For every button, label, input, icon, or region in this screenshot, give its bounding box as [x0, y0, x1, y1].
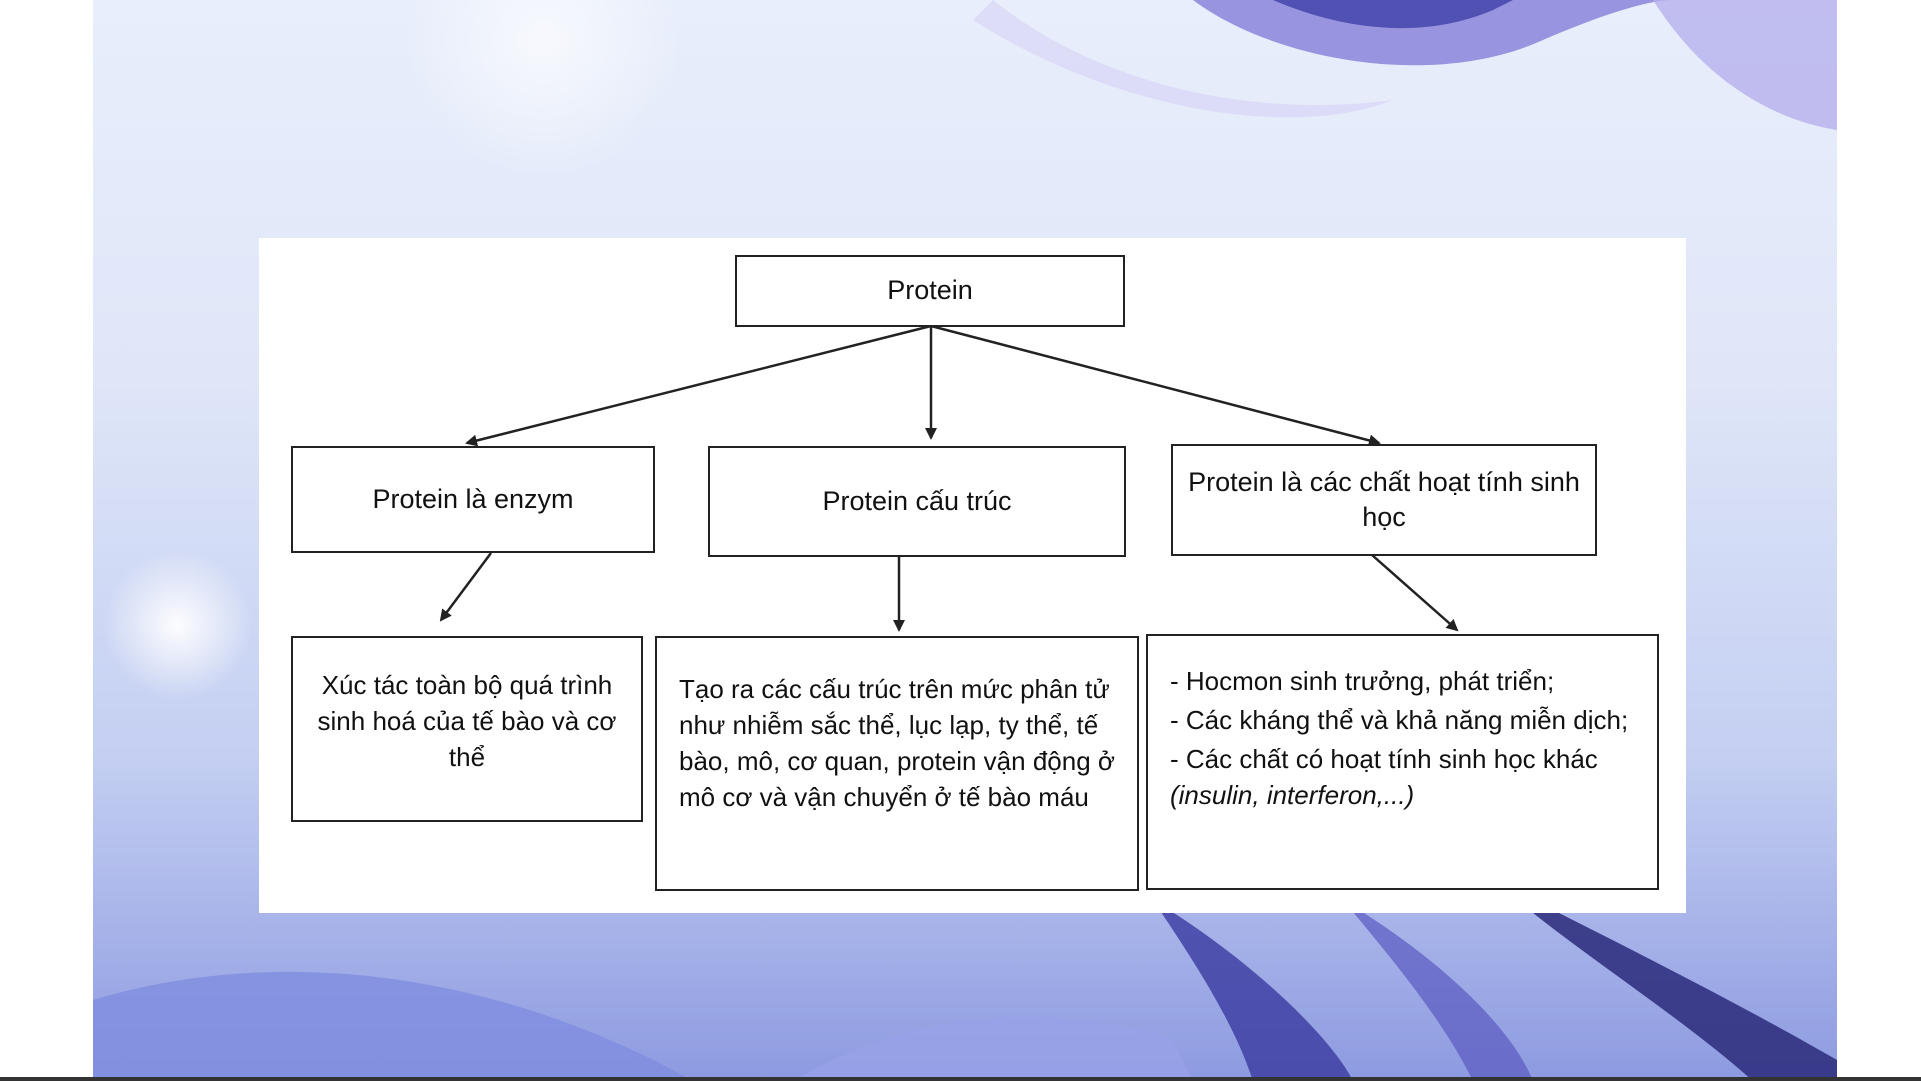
hoat-tinh-list-item-text: - Các chất có hoạt tính sinh học khác — [1170, 743, 1598, 774]
node-protein-hoat-tinh: Protein là các chất hoạt tính sinh học — [1171, 444, 1597, 556]
node-cau-truc-description: Tạo ra các cấu trúc trên mức phân tử như… — [655, 636, 1139, 891]
swirl-top-2 — [1273, 0, 1513, 29]
swirl-top-4 — [973, 0, 1393, 118]
protein-function-diagram: Protein Protein là enzym Protein cấu trú… — [259, 238, 1686, 913]
node-enzym-description: Xúc tác toàn bộ quá trình sinh hoá của t… — [291, 636, 643, 822]
diagram-connectors — [439, 324, 1459, 632]
node-protein-cau-truc: Protein cấu trúc — [708, 446, 1126, 557]
slide-background-swirls — [93, 0, 1837, 1081]
swirl-bottom-4 — [1343, 900, 1533, 1081]
node-cau-truc-description-text: Tạo ra các cấu trúc trên mức phân tử như… — [679, 674, 1115, 812]
swirl-top-1 — [1193, 0, 1673, 66]
right-margin — [1837, 0, 1921, 1081]
swirl-bottom-5 — [793, 1016, 1193, 1081]
node-protein-root-label: Protein — [887, 275, 973, 306]
node-protein-enzym: Protein là enzym — [291, 446, 655, 553]
arrow-root-to-enzym — [465, 324, 932, 447]
left-margin — [0, 0, 93, 1081]
glow-top — [403, 0, 683, 180]
node-protein-cau-truc-label: Protein cấu trúc — [822, 485, 1012, 516]
swirl-bottom-3 — [1493, 880, 1837, 1081]
hoat-tinh-list-item: - Hocmon sinh trưởng, phát triển; — [1170, 666, 1555, 696]
bottom-border — [0, 1077, 1921, 1081]
hoat-tinh-list-item: - Các chất có hoạt tính sinh học khác (i… — [1170, 742, 1643, 814]
node-protein-root: Protein — [735, 255, 1125, 327]
node-protein-enzym-label: Protein là enzym — [372, 483, 574, 514]
arrow-root-to-hoat-tinh — [930, 324, 1381, 447]
glow-left — [103, 550, 253, 700]
node-protein-hoat-tinh-label: Protein là các chất hoạt tính sinh học — [1188, 466, 1580, 532]
arrow-hoat-tinh-to-desc — [1371, 554, 1459, 632]
swirl-top-3 — [1653, 0, 1837, 130]
hoat-tinh-list-item-examples: (insulin, interferon,...) — [1170, 779, 1415, 810]
node-enzym-description-text: Xúc tác toàn bộ quá trình sinh hoá của t… — [317, 670, 617, 772]
hoat-tinh-list-item: - Các kháng thể và khả năng miễn dịch; — [1170, 704, 1629, 735]
swirl-bottom-1 — [93, 971, 693, 1081]
node-hoat-tinh-description: - Hocmon sinh trưởng, phát triển; - Các … — [1146, 634, 1659, 890]
swirl-bottom-2 — [1153, 900, 1353, 1081]
arrow-enzym-to-desc — [439, 552, 493, 622]
